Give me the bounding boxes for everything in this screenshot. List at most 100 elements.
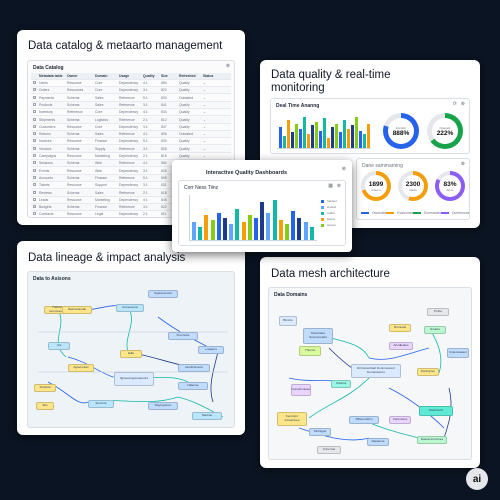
row-checkbox[interactable] (31, 175, 37, 180)
mesh-node[interactable]: Drunnals (389, 324, 411, 332)
col-header[interactable]: Usage (119, 74, 130, 78)
table-cell: Marketing (95, 154, 110, 158)
col-header[interactable]: Refreshed (179, 74, 196, 78)
chart-bar (359, 130, 362, 148)
col-header[interactable]: Metadata table (39, 74, 63, 78)
row-checkbox[interactable] (31, 88, 37, 92)
lineage-node[interactable]: Lniaacnt (198, 346, 224, 354)
row-menu-icon[interactable]: ⌄ (203, 139, 206, 144)
lineage-node[interactable]: Agrecuntan (68, 364, 94, 372)
col-header[interactable]: Quality (143, 74, 155, 78)
lineage-node[interactable]: Wayngrsoon (148, 402, 178, 410)
close-icon[interactable]: ⊗ (460, 101, 465, 107)
mesh-node[interactable]: Uniumnaoanr (447, 348, 469, 358)
row-checkbox[interactable] (31, 146, 37, 151)
col-header[interactable]: Size (161, 74, 168, 78)
row-checkbox[interactable] (31, 81, 37, 85)
legend-label: Ouiand (327, 205, 337, 209)
row-checkbox[interactable] (31, 110, 37, 114)
mesh-node[interactable]: Prnbe (427, 308, 449, 316)
row-menu-icon[interactable]: ⌄ (203, 95, 206, 100)
mesh-node[interactable]: Oiatnss (331, 380, 351, 388)
chart-icon[interactable]: ▦ (328, 183, 333, 189)
col-header[interactable]: Domain (95, 74, 108, 78)
row-menu-icon[interactable]: ⌄ (203, 81, 206, 85)
row-menu-icon[interactable]: ⌄ (203, 110, 206, 115)
row-checkbox[interactable] (31, 205, 37, 209)
lineage-node[interactable]: Shs (36, 402, 54, 410)
table-cell: Dependency (119, 212, 139, 217)
mesh-node[interactable]: Btmnts (279, 316, 297, 326)
mesh-node[interactable]: Fennnrpr Grmatnnee (277, 412, 307, 426)
mesh-node[interactable]: Ooneltrmanter (291, 384, 311, 396)
row-menu-icon[interactable]: ⌄ (203, 132, 206, 137)
mesh-node[interactable]: Smarre (424, 326, 446, 334)
mesh-node[interactable]: Cnnmrne (317, 446, 341, 454)
lineage-node[interactable]: Anroessons (116, 304, 144, 312)
row-checkbox[interactable] (31, 102, 37, 107)
mesh-node[interactable]: Cariunetes (389, 416, 411, 424)
mesh-node[interactable]: Stnlnigue (309, 428, 331, 436)
row-checkbox[interactable] (31, 154, 37, 158)
row-checkbox[interactable] (31, 183, 37, 187)
lineage-node[interactable]: Uni (48, 342, 70, 350)
row-menu-icon[interactable]: ⌄ (203, 88, 206, 93)
chart-bar (229, 224, 234, 240)
row-checkbox[interactable] (31, 161, 37, 165)
row-checkbox[interactable] (31, 190, 37, 195)
row-menu-icon[interactable]: ⌄ (203, 117, 206, 122)
row-checkbox[interactable] (31, 124, 37, 129)
mesh-node[interactable]: Rrrrioinenhatri Doninnsorent Domainsorns (351, 364, 401, 378)
catalog-close-icon[interactable]: ⊗ (225, 63, 230, 69)
row-checkbox[interactable] (31, 197, 37, 202)
row-checkbox[interactable] (31, 95, 37, 100)
mesh-node[interactable]: Rllstenndbrn (349, 416, 379, 424)
row-checkbox[interactable] (31, 132, 37, 136)
mesh-node[interactable]: Dara Data Sonmennatnt (303, 328, 333, 344)
lineage-node[interactable]: Pnmnstre (168, 332, 198, 340)
close-icon[interactable]: ⊗ (460, 161, 465, 167)
row-checkbox[interactable] (31, 139, 37, 143)
lineage-node[interactable]: Hentinitmenti (178, 364, 210, 372)
lineage-node[interactable]: Edle (120, 350, 142, 358)
close-icon[interactable]: ⊗ (341, 166, 346, 172)
row-menu-icon[interactable]: ⌄ (203, 124, 206, 129)
lineage-node[interactable]: Nalenne (178, 382, 208, 390)
mesh-node[interactable]: Thenns (299, 346, 321, 356)
table-cell: Quality (179, 102, 190, 107)
row-menu-icon[interactable]: ⌄ (203, 154, 206, 158)
mesh-node[interactable]: Oaorrdurm (419, 406, 453, 416)
quality-dashboard-popup[interactable]: Interactive Quality Dashboards ⊗ Corr Ne… (172, 160, 352, 252)
table-cell: Schema (67, 102, 80, 107)
row-checkbox[interactable] (31, 117, 37, 122)
row-menu-icon[interactable]: ⌄ (203, 146, 206, 151)
mesh-node[interactable]: Arindleates (389, 342, 413, 350)
row-checkbox[interactable] (31, 168, 37, 173)
lineage-node[interactable]: Scoteria (34, 384, 56, 392)
lineage-node[interactable]: Naninte (192, 412, 222, 420)
row-menu-icon[interactable]: ⌄ (203, 102, 206, 107)
col-header[interactable]: Status (203, 74, 214, 78)
close-icon[interactable]: ⊗ (336, 183, 341, 189)
lineage-node[interactable]: Ilsarnanamde (62, 306, 92, 314)
lineage-node[interactable]: Ilgneoamgunoamoirs (114, 372, 154, 386)
lineage-node[interactable]: Suprancemnt (148, 290, 178, 298)
refresh-icon[interactable]: ⟳ (452, 101, 457, 107)
lineage-node[interactable]: Sionmre (88, 400, 114, 408)
mesh-node[interactable]: Dastenne (367, 438, 389, 446)
mesh-node[interactable]: Ranirgrnor (417, 368, 439, 376)
mesh-node[interactable]: Dassicnnmmnes (417, 436, 447, 444)
row-checkbox[interactable] (31, 212, 37, 216)
col-header[interactable]: Owner (67, 74, 78, 78)
